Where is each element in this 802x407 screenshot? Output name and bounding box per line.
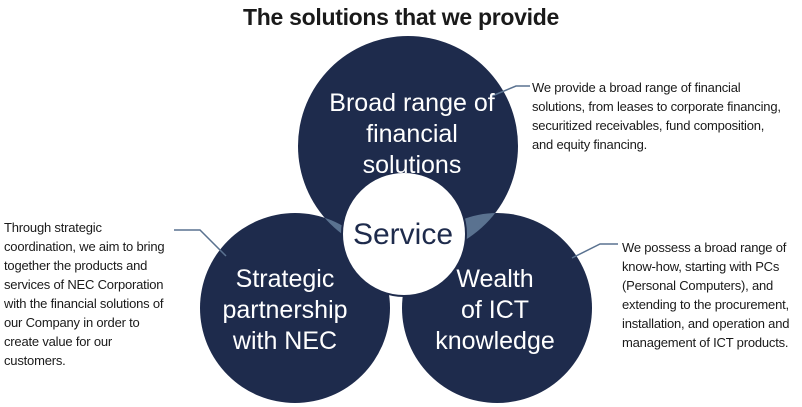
leader-line-left xyxy=(174,229,227,257)
page-title: The solutions that we provide xyxy=(243,4,559,30)
note-top-line-1: We provide a broad range of financial xyxy=(532,80,741,95)
note-right-line-1: We possess a broad range of xyxy=(622,240,787,255)
note-left: Through strategic coordination, we aim t… xyxy=(4,218,174,370)
circle-right-line-3: knowledge xyxy=(435,327,555,355)
center-circle xyxy=(341,171,467,297)
circle-left xyxy=(200,213,390,403)
note-top-line-3: securitized receivables, fund compositio… xyxy=(532,118,765,133)
note-top-line-4: and equity financing. xyxy=(532,137,648,152)
note-right: We possess a broad range of know-how, st… xyxy=(622,238,802,352)
center-label: Service xyxy=(352,218,454,251)
note-right-line-6: management of ICT products. xyxy=(622,335,789,350)
note-left-line-2: coordination, we aim to bring xyxy=(4,239,165,254)
circle-left-line-3: with NEC xyxy=(232,327,338,355)
circle-top-line-1: Broad range of xyxy=(329,89,495,117)
note-right-line-3: (Personal Computers), and xyxy=(622,278,774,293)
note-right-line-4: extending to the procurement, xyxy=(622,297,789,312)
note-right-line-5: installation, and operation and xyxy=(622,316,790,331)
note-left-line-1: Through strategic xyxy=(4,220,102,235)
circle-top-label: Broad range of financial solutions xyxy=(312,88,512,181)
note-left-line-5: with the financial solutions of xyxy=(4,296,164,311)
note-left-line-3: together the products and xyxy=(4,258,148,273)
circle-top-line-2: financial xyxy=(366,120,458,148)
note-right-line-2: know-how, starting with PCs xyxy=(622,259,780,274)
note-left-line-7: create value for our xyxy=(4,334,113,349)
note-top-line-2: solutions, from leases to corporate fina… xyxy=(532,99,781,114)
circle-right-label: Wealth of ICT knowledge xyxy=(420,264,570,357)
note-top: We provide a broad range of financial so… xyxy=(532,78,792,154)
circle-left-line-2: partnership xyxy=(222,296,348,324)
leader-line-right xyxy=(571,243,618,259)
circle-right-line-2: of ICT xyxy=(460,296,530,324)
note-left-line-4: services of NEC Corporation xyxy=(4,277,164,292)
note-left-line-8: customers. xyxy=(4,353,66,368)
leader-line-top xyxy=(491,85,530,97)
circle-left-line-1: Strategic xyxy=(235,265,335,293)
note-left-line-6: our Company in order to xyxy=(4,315,140,330)
circle-right-line-1: Wealth xyxy=(456,265,534,293)
circle-top-line-3: solutions xyxy=(362,151,462,179)
circle-left-label: Strategic partnership with NEC xyxy=(210,264,360,357)
